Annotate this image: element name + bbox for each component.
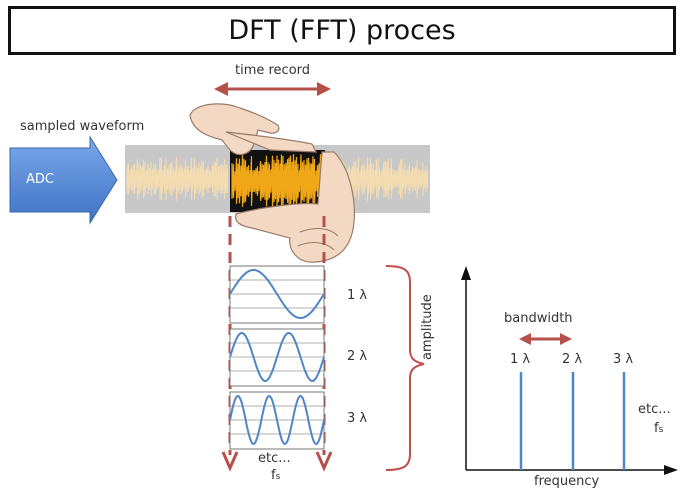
bandwidth-arrow [519,333,572,345]
bandwidth-label: bandwidth [504,311,573,326]
page-title: DFT (FFT) proces [8,6,676,55]
adc-label: ADC [26,172,54,187]
sine-panel-1 [229,265,325,324]
sampled-waveform-label: sampled waveform [20,119,145,134]
spectrum-axes [461,266,678,475]
frequency-axis-label: frequency [534,474,600,489]
fs-right-label: fs [654,421,664,436]
etc-left-label: etc... [258,451,291,466]
sine-panel-3 [229,391,325,450]
time-record-arrow [214,82,331,96]
amplitude-axis-label: amplitude [420,294,435,360]
spectrum-label-1: 1 λ [510,352,531,367]
spectrum-label-3: 3 λ [613,352,634,367]
title-text: DFT (FFT) proces [228,15,456,46]
wave-label-1: 1 λ [347,288,368,303]
time-record-label: time record [235,63,311,78]
fs-left-label: fs [271,468,281,483]
wave-label-3: 3 λ [347,411,368,426]
spectrum-label-2: 2 λ [562,352,583,367]
sine-panel-2 [229,328,325,387]
time-record-window [230,150,325,212]
wave-label-2: 2 λ [347,349,368,364]
adc-arrow [9,135,118,225]
bracket [385,265,425,471]
etc-right-label: etc... [638,402,671,417]
